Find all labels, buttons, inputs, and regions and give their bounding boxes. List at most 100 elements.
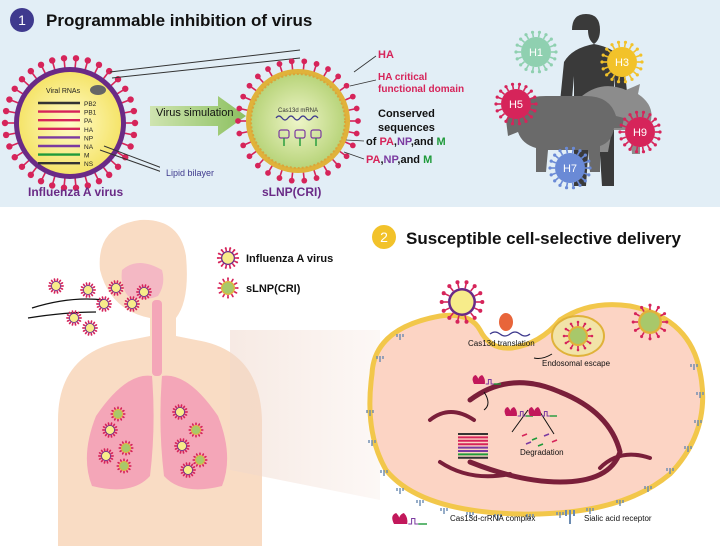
subtype-spike-tip: [619, 123, 623, 127]
subtype-spike-tip: [605, 47, 609, 51]
mini-slnp-spike-tip: [199, 466, 201, 468]
subtype-spike-tip: [616, 80, 621, 84]
cas13d-translation-label: Cas13d translation: [468, 339, 535, 348]
subtype-virus: H5: [494, 82, 538, 126]
subtype-spike-tip: [510, 122, 515, 126]
mini-slnp-spike-tip: [126, 471, 129, 473]
zoom-beam: [230, 330, 380, 500]
mini-slnp-spike-tip: [583, 346, 587, 350]
mini-slnp-spike-tip: [123, 409, 125, 412]
slnp-spike-tip: [276, 175, 283, 181]
mini-virus-spike-tip: [119, 292, 122, 295]
mini-virus-spike-tip: [138, 296, 141, 299]
mini-slnp-spike-tip: [119, 459, 122, 461]
virus-spike-tip: [105, 171, 113, 179]
mini-virus-spike-tip: [138, 303, 140, 305]
lung-slnp: [118, 440, 134, 456]
mini-virus-spike-tip: [48, 282, 51, 284]
mini-virus-spike-tip: [74, 324, 77, 326]
subtype-spike-tip: [588, 166, 592, 170]
mini-virus-spike-tip: [66, 314, 69, 316]
mini-virus-spike-tip: [62, 285, 64, 287]
mini-virus-spike-tip: [224, 247, 227, 250]
mini-slnp-spike-tip: [123, 416, 125, 419]
mini-virus-spike-tip: [98, 452, 101, 454]
mini-slnp-core: [114, 410, 122, 418]
mini-virus-spike-tip: [82, 283, 85, 286]
subtype-spike-tip: [583, 153, 587, 157]
mini-virus-spike-tip: [129, 296, 132, 298]
mini-virus-spike-tip: [98, 458, 101, 460]
mini-virus-spike-tip: [220, 264, 223, 267]
slnp-spike-tip: [349, 142, 356, 149]
virus-spike-tip: [72, 55, 80, 62]
mini-slnp-spike-tip: [564, 327, 568, 331]
mini-virus-spike-tip: [88, 296, 91, 298]
mini-virus-spike-tip: [185, 408, 188, 410]
subtype-spike-tip: [618, 130, 622, 134]
mini-virus-spike-tip: [113, 280, 116, 282]
virus-spike-tip: [11, 154, 18, 161]
cas13d-mrna-label: Cas13d mRNA: [278, 108, 318, 114]
mini-slnp-spike-tip: [117, 461, 119, 464]
mini-slnp-spike-tip: [116, 465, 118, 467]
subtype-body: [555, 153, 585, 183]
virus-spike-tip: [95, 61, 103, 69]
mini-slnp-spike-tip: [232, 295, 234, 298]
slnp-spike-tip: [355, 118, 361, 124]
trachea: [152, 300, 162, 376]
cas13d-lobe: [510, 407, 517, 416]
mini-virus-spike-tip: [182, 452, 185, 454]
mini-slnp-spike-tip: [663, 312, 667, 316]
mini-virus-spike-tip: [141, 284, 144, 286]
mini-slnp-spike-tip: [201, 432, 203, 435]
mini-slnp-spike-tip: [117, 420, 119, 422]
mini-virus-spike-tip: [80, 289, 82, 291]
mini-virus-spike-tip: [96, 306, 99, 308]
mini-slnp-spike-tip: [201, 425, 203, 428]
subtype-spike-tip: [657, 123, 661, 127]
mini-virus-spike-tip: [108, 287, 110, 289]
sialic-acid-receptor: [396, 488, 404, 494]
mini-virus-spike-tip: [96, 327, 98, 329]
mini-slnp-spike-tip: [130, 465, 132, 467]
subtype-spike-tip: [517, 82, 522, 86]
subtype-spike-tip: [635, 47, 639, 51]
mini-slnp-spike-tip: [236, 287, 239, 289]
virus-spike-tip: [37, 61, 45, 69]
sialic-acid-receptor: [368, 440, 376, 446]
legend-virus-label: Influenza A virus: [246, 253, 333, 265]
mini-slnp-spike-tip: [111, 409, 113, 412]
mini-virus-spike-tip: [147, 285, 150, 288]
sialic-acid-receptor: [556, 512, 564, 518]
mini-slnp-spike-tip: [117, 406, 119, 408]
mini-virus-spike-tip: [188, 476, 191, 478]
subtype-spike-tip: [628, 147, 632, 151]
mini-virus-spike-tip: [185, 476, 188, 478]
subtype-spike-tip: [601, 67, 605, 71]
mini-virus-spike-tip: [82, 330, 85, 332]
mini-virus-spike-tip: [110, 422, 113, 424]
er-fragment-1: [428, 410, 476, 422]
subtype-virus: H3: [600, 40, 644, 84]
mini-virus-core: [222, 252, 234, 264]
panel1-title: Programmable inhibition of virus: [46, 11, 312, 30]
mini-virus-spike-tip: [180, 472, 183, 474]
mini-slnp-spike-tip: [218, 282, 221, 284]
mini-virus-spike-tip: [183, 416, 186, 419]
rna-segment-label: NS: [84, 161, 94, 168]
mini-virus-spike-tip: [104, 423, 107, 426]
virus-spike-tip: [130, 131, 138, 139]
mini-slnp-spike-tip: [120, 419, 123, 421]
virus-spike-tip: [2, 131, 10, 139]
subtype-virus: H1: [514, 30, 558, 74]
slnp-spikes: [235, 58, 361, 184]
mini-slnp-core: [196, 456, 204, 464]
lung-slnp: [116, 458, 132, 474]
mini-virus-spike-tip: [137, 300, 140, 302]
mini-virus-spike-tip: [56, 292, 59, 294]
mini-virus-spike-tip: [107, 436, 110, 438]
mini-virus-spike-tip: [82, 294, 85, 297]
mini-virus-spike-tip: [141, 298, 144, 300]
rna-segment-label: NA: [84, 144, 94, 151]
